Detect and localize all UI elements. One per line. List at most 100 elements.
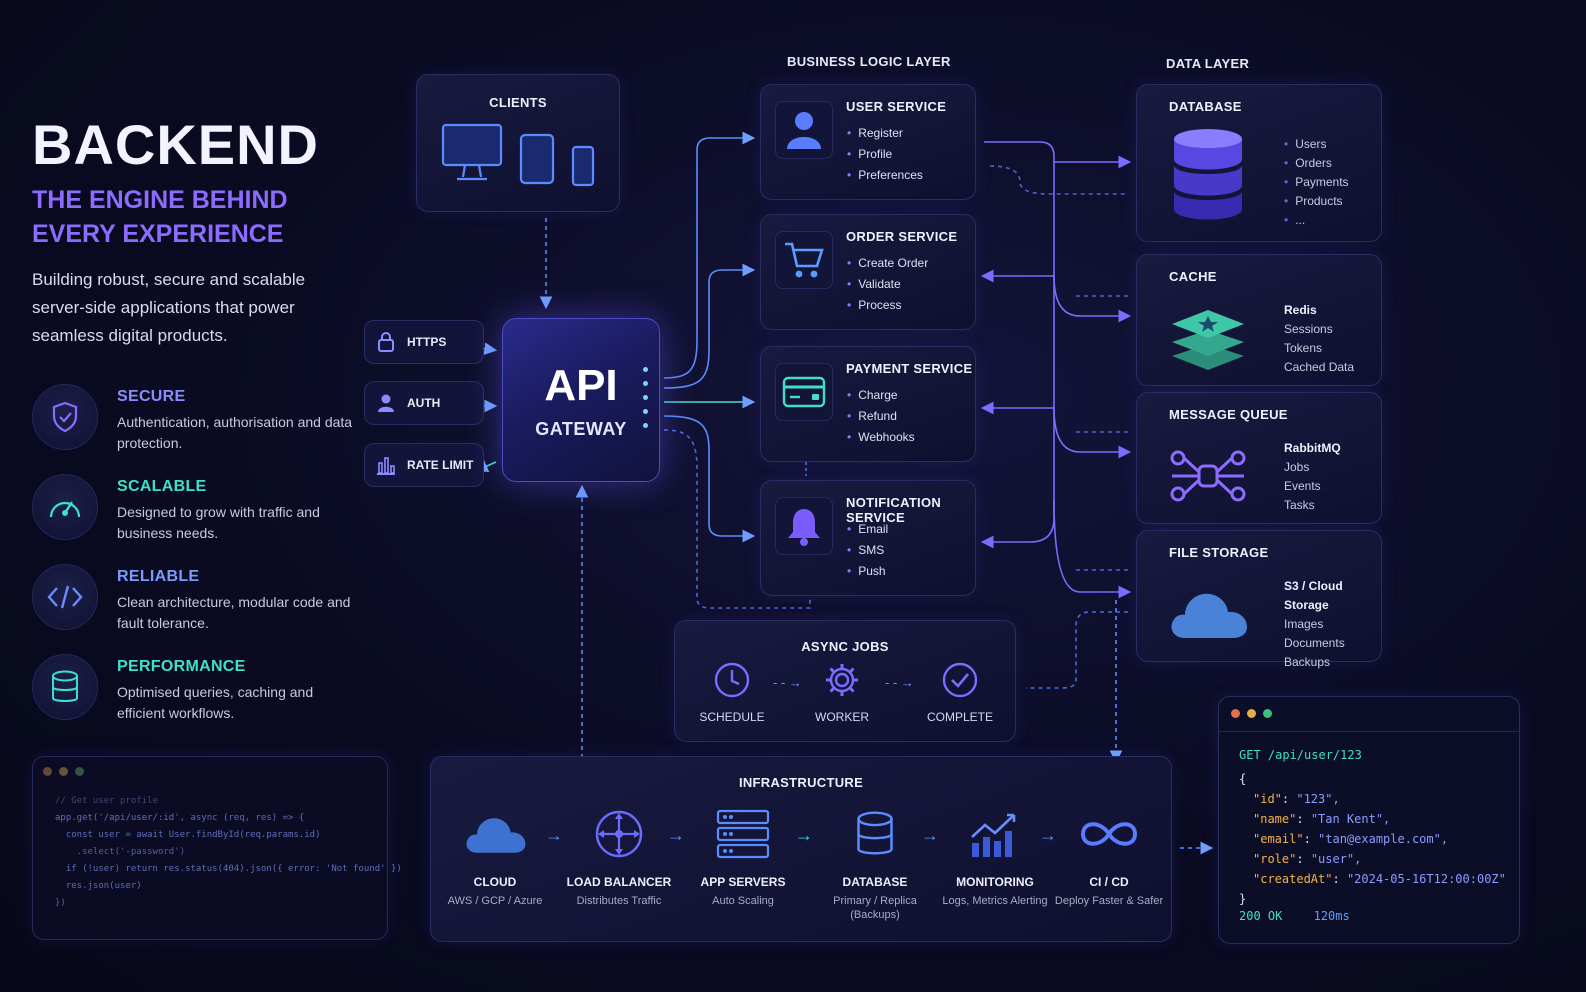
infra-sub: Deploy Faster & Safer bbox=[1054, 895, 1164, 907]
data-item: Products bbox=[1284, 192, 1349, 211]
service-item: Email bbox=[847, 519, 888, 540]
shield-icon bbox=[32, 384, 98, 450]
service-title: USER SERVICE bbox=[846, 99, 947, 114]
clients-card: CLIENTS bbox=[416, 74, 620, 212]
code-block: // Get user profile app.get('/api/user/:… bbox=[55, 793, 402, 912]
job-label: COMPLETE bbox=[926, 710, 993, 724]
infra-monitoring: MONITORING Logs, Metrics Alerting bbox=[935, 801, 1055, 908]
data-title: FILE STORAGE bbox=[1169, 545, 1269, 560]
user-icon bbox=[775, 101, 833, 159]
gateway-input-auth: AUTH bbox=[364, 381, 484, 425]
json-field: "createdAt": "2024-05-16T12:00:00Z" bbox=[1253, 872, 1506, 886]
window-controls bbox=[1231, 709, 1272, 718]
database-icon bbox=[32, 654, 98, 720]
feature-title: RELIABLE bbox=[117, 568, 200, 585]
data-head: RabbitMQ bbox=[1284, 441, 1341, 455]
feature-reliable: RELIABLE Clean architecture, modular cod… bbox=[32, 564, 362, 644]
infra-sub: AWS / GCP / Azure bbox=[447, 895, 543, 907]
code-line: .select('-password') bbox=[55, 847, 186, 857]
service-title: ORDER SERVICE bbox=[846, 229, 958, 244]
status-code: 200 OK bbox=[1239, 909, 1283, 923]
pill-label: HTTPS bbox=[407, 335, 447, 349]
data-item: Jobs bbox=[1284, 460, 1310, 474]
data-title: CACHE bbox=[1169, 269, 1217, 284]
servers-icon bbox=[683, 801, 803, 867]
devices-icon bbox=[441, 123, 595, 187]
data-item: Events bbox=[1284, 479, 1321, 493]
infra-title: LOAD BALANCER bbox=[566, 875, 672, 889]
infra-database: DATABASE Primary / Replica (Backups) bbox=[815, 801, 935, 922]
infra-sub: Auto Scaling bbox=[712, 895, 774, 907]
data-item: Images bbox=[1284, 617, 1324, 631]
business-layer-label: BUSINESS LOGIC LAYER bbox=[787, 54, 951, 69]
infra-title: CLOUD bbox=[473, 875, 517, 889]
code-line: if (!user) return res.status(404).json({… bbox=[55, 864, 402, 874]
infra-ci-cd: CI / CD Deploy Faster & Safer bbox=[1049, 801, 1169, 908]
feature-desc: Authentication, authorisation and data p… bbox=[117, 414, 353, 451]
queue-nodes-icon bbox=[1163, 431, 1253, 521]
infinity-icon bbox=[1049, 801, 1169, 867]
payment-service-card: PAYMENT SERVICE Charge Refund Webhooks bbox=[760, 346, 976, 462]
infra-app-servers: APP SERVERS Auto Scaling bbox=[683, 801, 803, 908]
infra-title: CI / CD bbox=[1089, 875, 1129, 889]
data-item: Documents bbox=[1284, 636, 1345, 650]
user-service-card: USER SERVICE Register Profile Preference… bbox=[760, 84, 976, 200]
service-item: Validate bbox=[847, 274, 928, 295]
infra-title: APP SERVERS bbox=[700, 875, 786, 889]
code-window-right: GET /api/user/123 { "id": "123", "name":… bbox=[1218, 696, 1520, 944]
user-icon bbox=[365, 393, 407, 413]
file-storage-card: FILE STORAGE S3 / Cloud Storage Images D… bbox=[1136, 530, 1382, 669]
database-stack-icon bbox=[1163, 125, 1253, 225]
code-line: const user = await User.findById(req.par… bbox=[55, 830, 321, 840]
clients-title: CLIENTS bbox=[489, 95, 547, 110]
bar-chart-icon bbox=[365, 455, 407, 475]
async-jobs-card: ASYNC JOBS SCHEDULE - - → WORKER - - → C… bbox=[674, 620, 1016, 742]
job-complete: COMPLETE bbox=[915, 661, 1005, 724]
brace-open: { bbox=[1239, 772, 1247, 786]
response-status: 200 OK 120ms bbox=[1239, 909, 1350, 923]
code-window-left: // Get user profile app.get('/api/user/:… bbox=[32, 756, 402, 940]
hero-subtitle: THE ENGINE BEHIND EVERY EXPERIENCE bbox=[32, 186, 288, 248]
data-item: Payments bbox=[1284, 173, 1348, 192]
check-circle-icon bbox=[942, 662, 978, 698]
gateway-api-label: API bbox=[544, 361, 618, 410]
feature-title: PERFORMANCE bbox=[117, 658, 246, 675]
job-schedule: SCHEDULE bbox=[687, 661, 777, 724]
cart-icon bbox=[775, 231, 833, 289]
hero-title: BACKEND bbox=[32, 113, 319, 176]
infra-sub: Primary / Replica (Backups) bbox=[833, 895, 917, 921]
response-time: 120ms bbox=[1313, 909, 1350, 923]
gateway-sub-label: GATEWAY bbox=[535, 419, 627, 439]
data-item: Cached Data bbox=[1284, 360, 1355, 374]
cloud-icon bbox=[1163, 569, 1253, 659]
data-item: Backups bbox=[1284, 655, 1331, 669]
hero-description: Building robust, secure and scalable ser… bbox=[32, 270, 306, 345]
gear-icon bbox=[826, 664, 858, 696]
notification-service-card: NOTIFICATION SERVICE Email SMS Push bbox=[760, 480, 976, 596]
service-item: Create Order bbox=[847, 253, 928, 274]
api-gateway: API GATEWAY bbox=[502, 318, 660, 482]
json-field: "name": "Tan Kent", bbox=[1253, 812, 1391, 826]
code-icon bbox=[32, 564, 98, 630]
database-card: DATABASE Users Orders Payments Products … bbox=[1136, 84, 1382, 242]
code-line: // Get user profile bbox=[55, 796, 158, 806]
code-line: res.json(user) bbox=[55, 881, 142, 891]
order-service-card: ORDER SERVICE Create Order Validate Proc… bbox=[760, 214, 976, 330]
clock-icon bbox=[714, 662, 750, 698]
job-label: SCHEDULE bbox=[699, 710, 765, 724]
arrow-icon: → bbox=[545, 825, 563, 845]
gateway-input-rate-limit: RATE LIMIT bbox=[364, 443, 484, 487]
message-queue-card: MESSAGE QUEUE RabbitMQ Jobs Events Tasks bbox=[1136, 392, 1382, 524]
feature-desc: Optimised queries, caching and efficient… bbox=[117, 684, 314, 721]
feature-title: SCALABLE bbox=[117, 478, 207, 495]
feature-title: SECURE bbox=[117, 388, 186, 405]
feature-performance: PERFORMANCE Optimised queries, caching a… bbox=[32, 654, 362, 734]
balancer-icon bbox=[559, 801, 679, 867]
json-field: "id": "123", bbox=[1253, 792, 1340, 806]
service-item: Register bbox=[847, 123, 923, 144]
data-item: Sessions bbox=[1284, 322, 1333, 336]
code-line: }) bbox=[55, 898, 66, 908]
async-jobs-title: ASYNC JOBS bbox=[801, 639, 889, 654]
infra-title: MONITORING bbox=[956, 875, 1034, 889]
data-head: Redis bbox=[1284, 303, 1317, 317]
